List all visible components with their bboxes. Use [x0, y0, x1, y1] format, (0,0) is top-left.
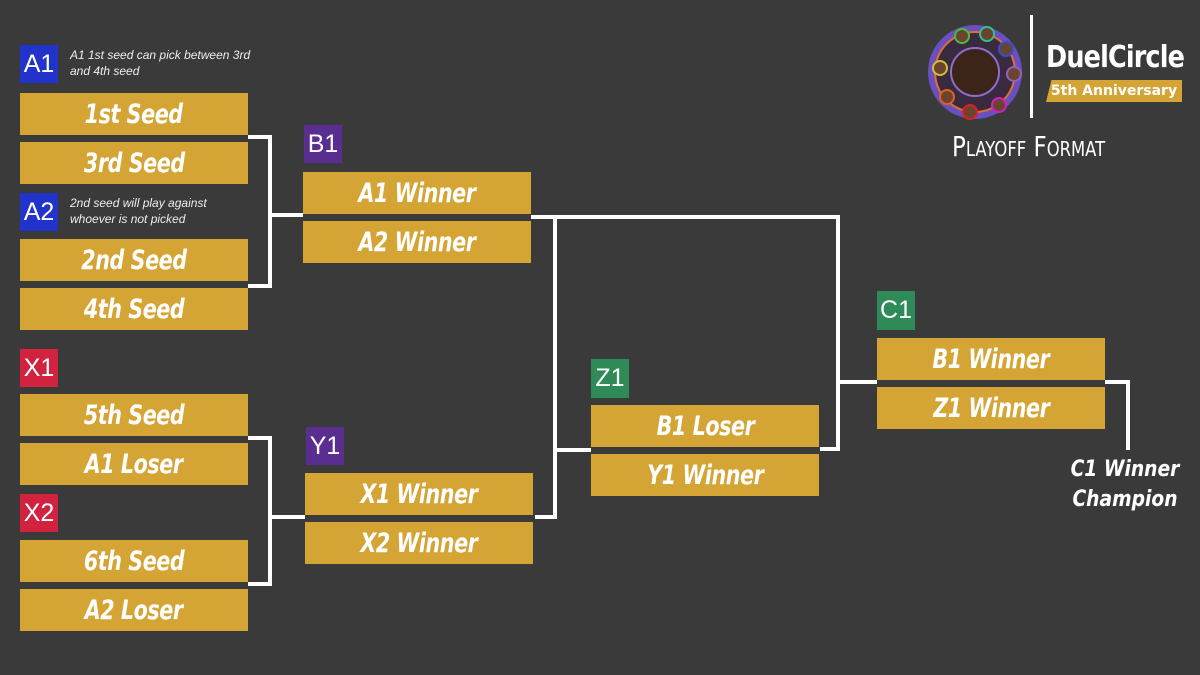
- match-tag-b1: B1: [304, 125, 342, 163]
- anniversary-banner: 5th Anniversary: [1046, 80, 1182, 102]
- slot-a1-2: 3rd Seed: [20, 142, 248, 184]
- slot-x1-2: A1 Loser: [20, 443, 248, 485]
- connector-champion: [1105, 380, 1130, 450]
- slot-c1-2: Z1 Winner: [877, 387, 1105, 429]
- match-tag-a2: A2: [20, 193, 58, 231]
- champion-label: C1 Winner Champion: [1061, 455, 1189, 515]
- slot-a1-1: 1st Seed: [20, 93, 248, 135]
- match-tag-x1: X1: [20, 349, 58, 387]
- slot-c1-1: B1 Winner: [877, 338, 1105, 380]
- slot-z1-1: B1 Loser: [591, 405, 819, 447]
- match-tag-a1: A1: [20, 45, 58, 83]
- match-tag-c1: C1: [877, 291, 915, 330]
- slot-x1-1: 5th Seed: [20, 394, 248, 436]
- connector-a: [248, 135, 272, 288]
- slot-x2-1: 6th Seed: [20, 540, 248, 582]
- slot-y1-2: X2 Winner: [305, 522, 533, 564]
- page-title: Playoff Format: [952, 130, 1106, 163]
- champion-line-2: Champion: [1072, 487, 1178, 512]
- brand-name: DuelCircle: [1046, 40, 1185, 75]
- champion-line-1: C1 Winner: [1070, 457, 1180, 482]
- slot-b1-2: A2 Winner: [303, 221, 531, 263]
- connector-b-y: [531, 215, 557, 519]
- slot-a2-2: 4th Seed: [20, 288, 248, 330]
- slot-x2-2: A2 Loser: [20, 589, 248, 631]
- duelcircle-logo: [928, 25, 1022, 120]
- match-tag-x2: X2: [20, 494, 58, 532]
- match-tag-z1: Z1: [591, 359, 629, 398]
- slot-y1-1: X1 Winner: [305, 473, 533, 515]
- note-a1: A1 1st seed can pick between 3rd and 4th…: [70, 48, 251, 78]
- header-divider: [1030, 15, 1033, 118]
- connector-b-winner: [555, 215, 840, 451]
- slot-a2-1: 2nd Seed: [20, 239, 248, 281]
- slot-b1-1: A1 Winner: [303, 172, 531, 214]
- slot-z1-2: Y1 Winner: [591, 454, 819, 496]
- note-a2: 2nd seed will play against whoever is no…: [70, 196, 207, 226]
- connector-x: [248, 436, 272, 586]
- match-tag-y1: Y1: [306, 427, 344, 465]
